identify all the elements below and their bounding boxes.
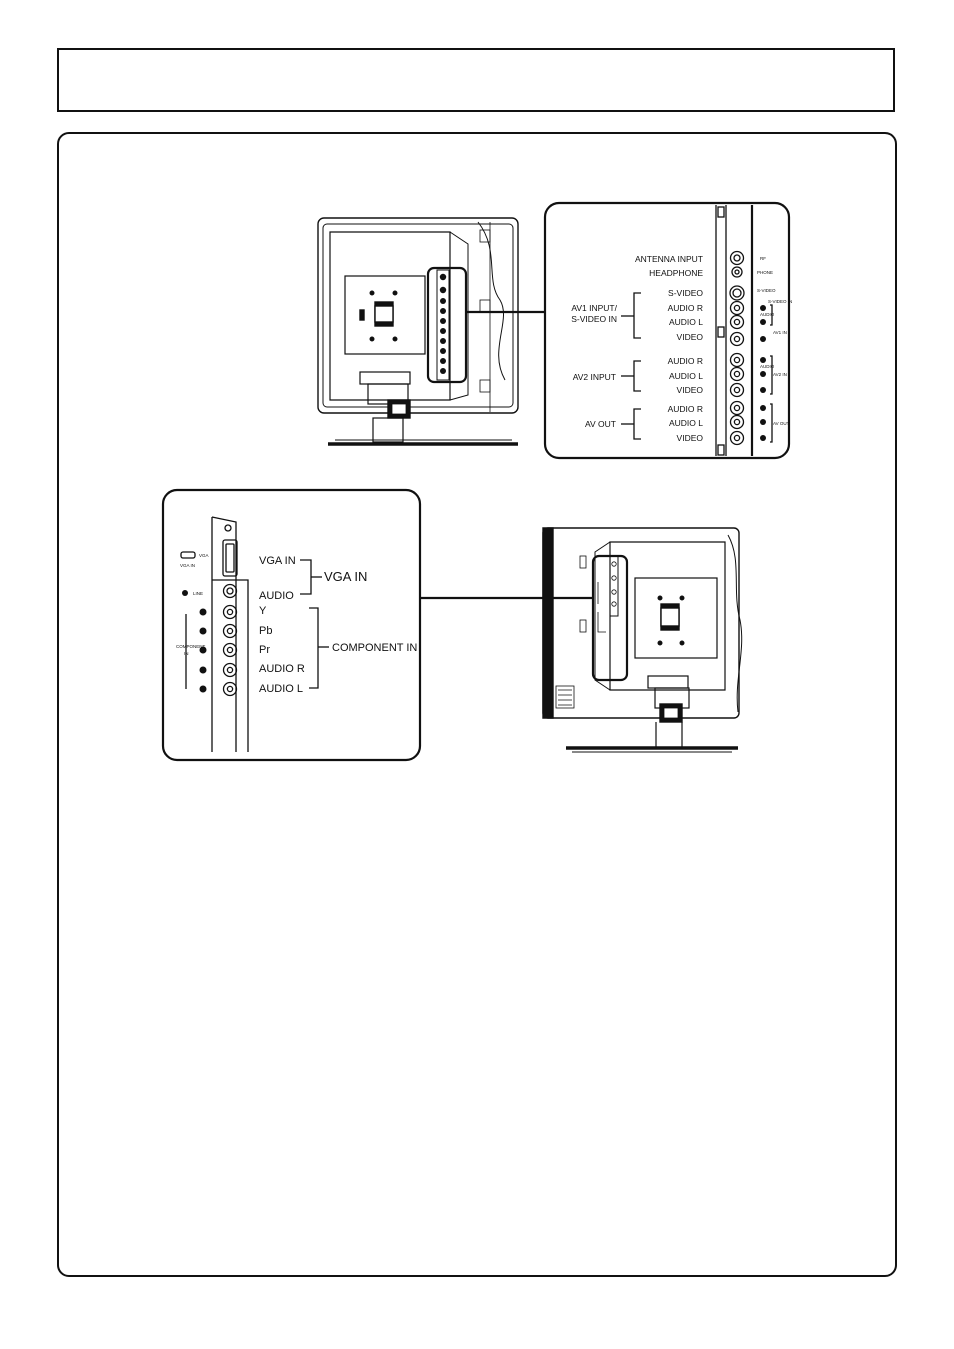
tv-rear-view <box>317 217 519 446</box>
label-vga-group: VGA IN <box>324 569 367 584</box>
jack-label-vga-in: VGA IN <box>180 563 195 568</box>
jack-label-svideo-in: S-VIDEO IN <box>768 299 792 304</box>
label-pr: Pr <box>259 644 270 656</box>
label-audio-r: AUDIO R <box>259 663 305 675</box>
label-av1-group-line2: S-VIDEO IN <box>571 314 617 324</box>
jack-label-svideo: S-VIDEO <box>757 288 776 293</box>
label-av2-audio-r: AUDIO R <box>668 356 703 366</box>
label-audio: AUDIO <box>259 590 294 602</box>
main-frame <box>57 132 897 1277</box>
jack-label-rf: RF <box>760 256 766 261</box>
label-av1-video: VIDEO <box>677 332 704 342</box>
label-headphone: HEADPHONE <box>649 268 703 278</box>
jack-label-in: IN <box>184 651 189 656</box>
label-component-group: COMPONENT IN <box>332 642 417 654</box>
label-av2-video: VIDEO <box>677 385 704 395</box>
jack-label-av2-in: AV2 IN <box>773 372 787 377</box>
label-avout-group: AV OUT <box>585 419 616 429</box>
jack-label-vga: VGA <box>199 553 209 558</box>
label-y: Y <box>259 605 267 617</box>
side-callout-box: VGA VGA IN LINE COMPONENT IN VGA IN AUDI… <box>161 488 422 762</box>
tv-side-view <box>542 527 743 753</box>
label-vga-in: VGA IN <box>259 555 296 567</box>
label-antenna-input: ANTENNA INPUT <box>635 254 703 264</box>
jack-label-av-out: AV OUT <box>773 421 790 426</box>
jack-label-component: COMPONENT <box>176 644 206 649</box>
label-av2-group: AV2 INPUT <box>573 372 616 382</box>
jack-label-audio-2: AUDIO <box>760 364 775 369</box>
label-avout-audio-l: AUDIO L <box>669 418 703 428</box>
label-avout-audio-r: AUDIO R <box>668 404 703 414</box>
label-av1-svideo: S-VIDEO <box>668 288 703 298</box>
label-av1-audio-r: AUDIO R <box>668 303 703 313</box>
title-box <box>57 48 895 112</box>
label-avout-video: VIDEO <box>677 433 704 443</box>
jack-label-av1-in: AV1 IN <box>773 330 787 335</box>
group-brackets-side <box>300 559 329 689</box>
label-av1-group-line1: AV1 INPUT/ <box>571 303 617 313</box>
jack-label-line: LINE <box>193 591 203 596</box>
label-pb: Pb <box>259 625 272 637</box>
label-av1-audio-l: AUDIO L <box>669 317 703 327</box>
jack-label-phone: PHONE <box>757 270 773 275</box>
rear-callout-box: RF PHONE S-VIDEO S-VIDEO IN AUDIO AV1 IN… <box>543 201 792 460</box>
label-av2-audio-l: AUDIO L <box>669 371 703 381</box>
jack-label-audio-1: AUDIO <box>760 312 775 317</box>
label-audio-l: AUDIO L <box>259 683 303 695</box>
group-brackets-rear <box>621 292 641 440</box>
